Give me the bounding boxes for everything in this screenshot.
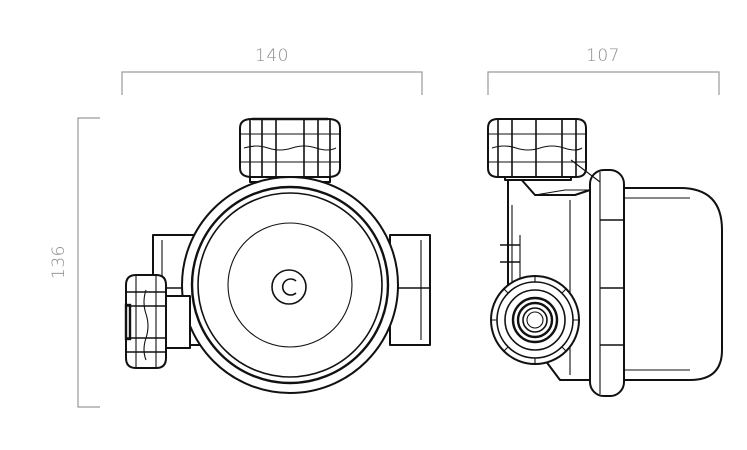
front-body-ring-inner [197, 192, 383, 378]
dimension-line-height [77, 117, 100, 408]
side-port-connector [490, 275, 580, 365]
c-letter-icon [271, 269, 307, 305]
front-top-connector [239, 117, 341, 183]
dimension-height: 136 [49, 117, 100, 408]
front-view [124, 117, 431, 394]
dimension-front-width: 140 [121, 46, 423, 95]
front-body-outer [181, 176, 399, 394]
side-cartridge [589, 169, 723, 397]
dimension-label-height: 136 [49, 245, 69, 279]
dimension-line-side-width [487, 71, 720, 95]
side-view [487, 118, 723, 397]
front-left-connector [124, 274, 191, 369]
dimension-side-width: 107 [487, 46, 720, 95]
side-top-connector [487, 118, 601, 183]
dimension-label-front-width: 140 [255, 46, 289, 66]
front-cap-face [227, 222, 353, 348]
dimension-line-front-width [121, 71, 423, 95]
front-body-ring [190, 185, 390, 385]
dimension-label-side-width: 107 [586, 46, 620, 66]
